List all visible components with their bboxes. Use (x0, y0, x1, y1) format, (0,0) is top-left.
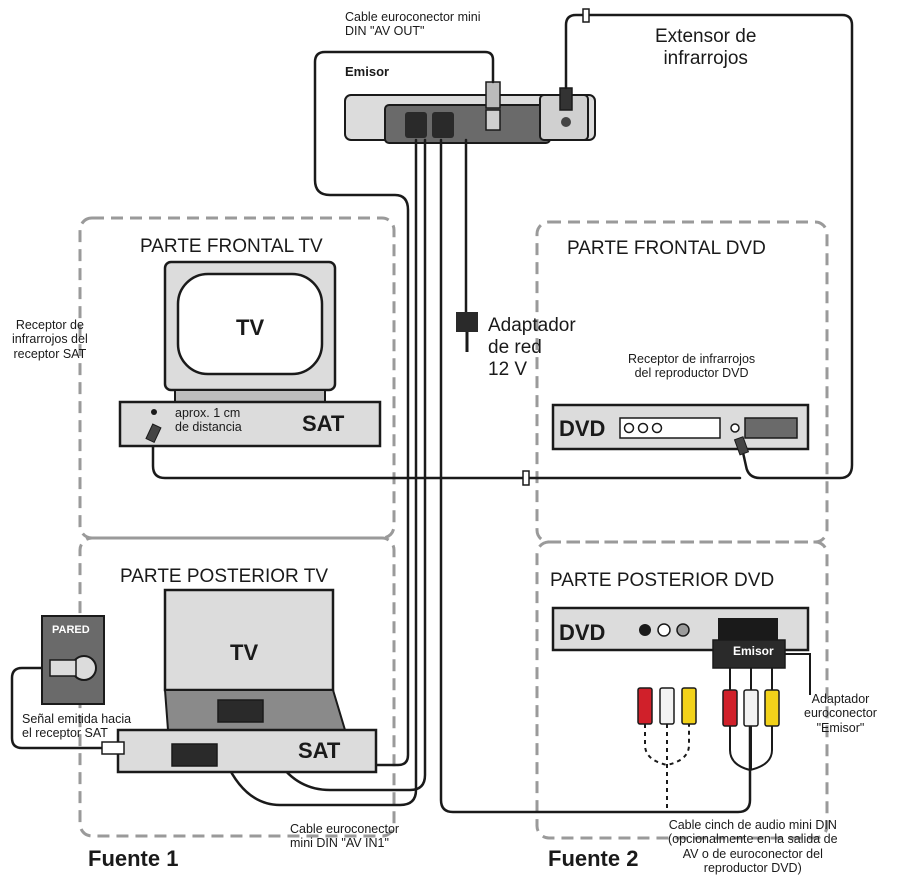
sat-front (118, 400, 382, 448)
cable-av-in1 (223, 138, 418, 807)
emitter-device (344, 94, 596, 144)
dvd-back (551, 606, 810, 669)
av-out-plug (485, 81, 501, 109)
sat-front-label: SAT (302, 411, 345, 436)
tv-front-label: TV (236, 315, 265, 340)
title-dvd-front: PARTE FRONTAL DVD (567, 238, 766, 259)
sat-back-label: SAT (298, 738, 341, 763)
dvd-back-label: DVD (559, 620, 606, 645)
rca-right-group (722, 689, 780, 727)
cable-wall (10, 666, 104, 750)
ir-extender-plug (559, 87, 573, 111)
dvd-front-label: DVD (559, 416, 606, 441)
wall-label: PARED (52, 624, 90, 636)
title-tv-back: PARTE POSTERIOR TV (120, 566, 328, 587)
emitter-label: Emisor (345, 64, 390, 79)
tv-front (163, 260, 337, 403)
cable-cinch (439, 138, 752, 814)
source-2-label: Fuente 2 (548, 846, 639, 871)
tv-back-label: TV (230, 640, 259, 665)
cable-ir-extender (564, 13, 854, 480)
sat-back (101, 728, 378, 774)
rca-left-group (637, 687, 697, 725)
title-dvd-back: PARTE POSTERIOR DVD (550, 570, 775, 591)
zone-dvd-back (535, 540, 829, 840)
cable-ir-sat (151, 433, 742, 480)
wall-socket (41, 615, 105, 705)
power-adapter (456, 312, 478, 332)
tv-back (163, 588, 347, 731)
zone-dvd-front (535, 220, 829, 544)
source-1-label: Fuente 1 (88, 846, 179, 871)
dvd-emitter-label: Emisor (733, 644, 774, 658)
cinch-cable-label: Cable cinch de audio mini DIN(opcionalme… (668, 818, 838, 876)
title-tv-front: PARTE FRONTAL TV (140, 236, 323, 257)
cable-av-out (313, 50, 495, 767)
dvd-front (551, 403, 810, 456)
